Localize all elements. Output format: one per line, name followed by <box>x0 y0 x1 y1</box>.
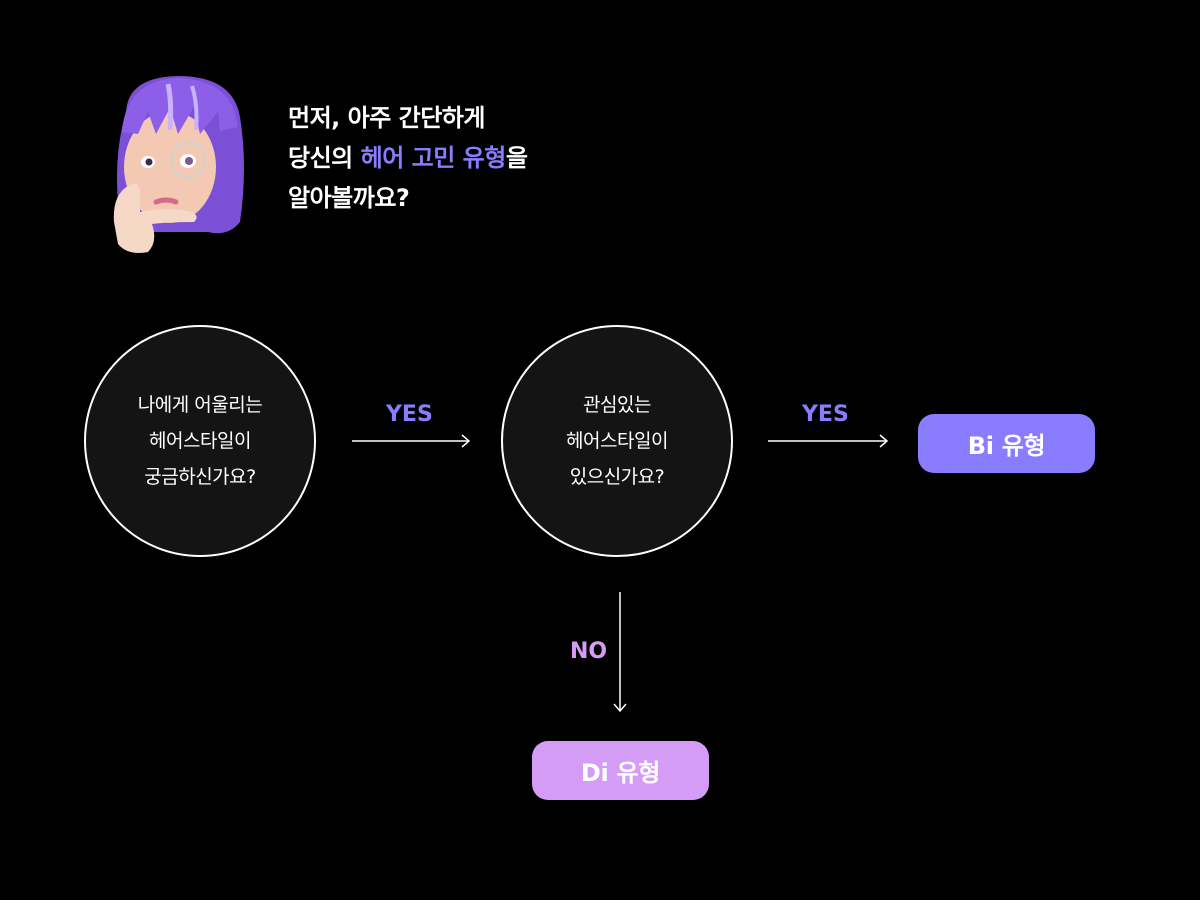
question-2-text: 관심있는 헤어스타일이 있으신가요? <box>566 387 668 495</box>
question-node-1: 나에게 어울리는 헤어스타일이 궁금하신가요? <box>84 325 316 557</box>
question-1-line: 나에게 어울리는 <box>137 394 263 416</box>
intro-text: 먼저, 아주 간단하게 당신의 헤어 고민 유형을 알아볼까요? <box>288 98 528 218</box>
result-di-type: Di 유형 <box>532 741 709 800</box>
question-node-2: 관심있는 헤어스타일이 있으신가요? <box>501 325 733 557</box>
intro-line-3: 알아볼까요? <box>288 184 410 212</box>
intro-line-2-prefix: 당신의 <box>288 144 361 172</box>
question-2-line: 관심있는 <box>583 394 651 416</box>
question-2-line: 헤어스타일이 <box>566 430 668 452</box>
intro-line-2-suffix: 을 <box>505 144 528 172</box>
arrow-right-icon <box>768 434 889 448</box>
question-1-line: 궁금하신가요? <box>144 466 256 488</box>
edge-label-yes-1: YES <box>386 402 433 427</box>
thinking-avatar-icon <box>113 76 244 253</box>
edge-label-no: NO <box>570 639 608 664</box>
question-1-line: 헤어스타일이 <box>149 430 251 452</box>
intro-highlight: 헤어 고민 유형 <box>360 144 507 172</box>
arrow-down-icon <box>613 592 627 713</box>
result-bi-type: Bi 유형 <box>918 414 1095 473</box>
intro-line-1: 먼저, 아주 간단하게 <box>288 104 485 132</box>
arrow-right-icon <box>352 434 471 448</box>
intro-line-2: 당신의 헤어 고민 유형을 <box>288 138 528 178</box>
question-2-line: 있으신가요? <box>569 466 665 488</box>
edge-label-yes-2: YES <box>802 402 849 427</box>
question-1-text: 나에게 어울리는 헤어스타일이 궁금하신가요? <box>137 387 263 495</box>
